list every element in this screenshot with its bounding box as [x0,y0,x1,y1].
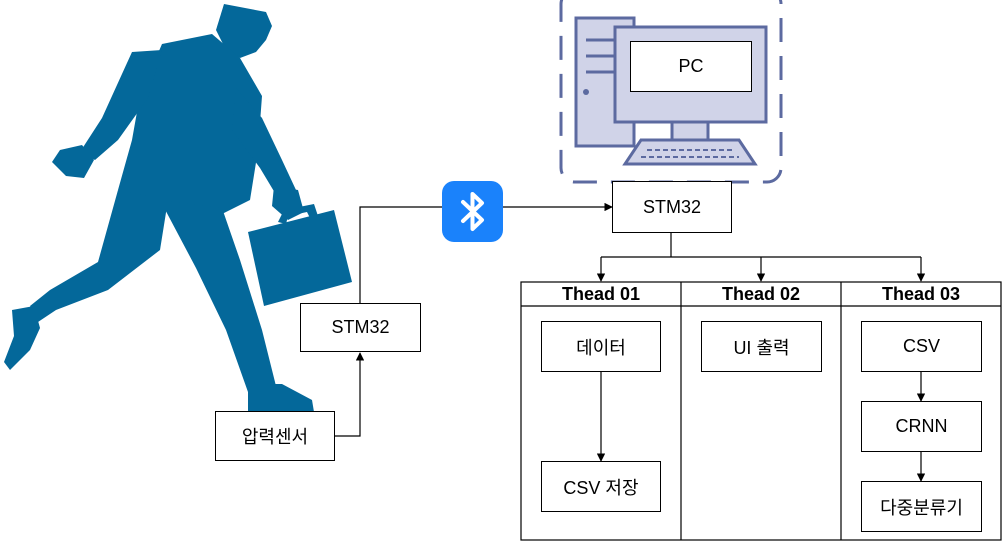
step-csv-label: CSV [902,336,940,356]
step-crnn-label: CRNN [895,416,948,436]
businessman-walking-icon [4,4,352,412]
thread-swimlanes [520,281,1002,541]
stm32-sensor-label: STM32 [331,317,390,337]
arrow-stm32-to-bluetooth [359,206,442,303]
stm32-pc-label: STM32 [642,196,702,217]
thead-01-title: Thead 01 [561,283,641,304]
step-csv-save: CSV 저장 [541,461,661,512]
stm32-pc-node: STM32 [612,181,732,233]
step-classifier-label: 다중분류기 [880,497,963,518]
thead-03-title: Thead 03 [881,283,961,304]
step-crnn: CRNN [861,401,982,452]
pressure-sensor-box: 압력센서 [215,411,335,461]
step-data-label: 데이터 [576,337,626,358]
arrow-sensor-to-stm32 [335,352,365,437]
step-classifier: 다중분류기 [861,481,982,532]
step-ui-output-label: UI 출력 [733,337,790,358]
step-ui-output: UI 출력 [701,321,822,372]
thead-02-title: Thead 02 [721,283,801,304]
desktop-computer-icon [559,0,783,184]
step-csv-save-label: CSV 저장 [563,477,639,498]
bluetooth-icon [442,181,503,242]
pressure-sensor-label: 압력센서 [241,427,309,447]
branch-stm32-to-threads [601,233,921,258]
step-data: 데이터 [541,321,661,372]
pc-label: PC [678,56,704,76]
stm32-sensor-node: STM32 [300,303,421,352]
pc-box: PC [630,41,752,92]
step-csv: CSV [861,321,982,372]
